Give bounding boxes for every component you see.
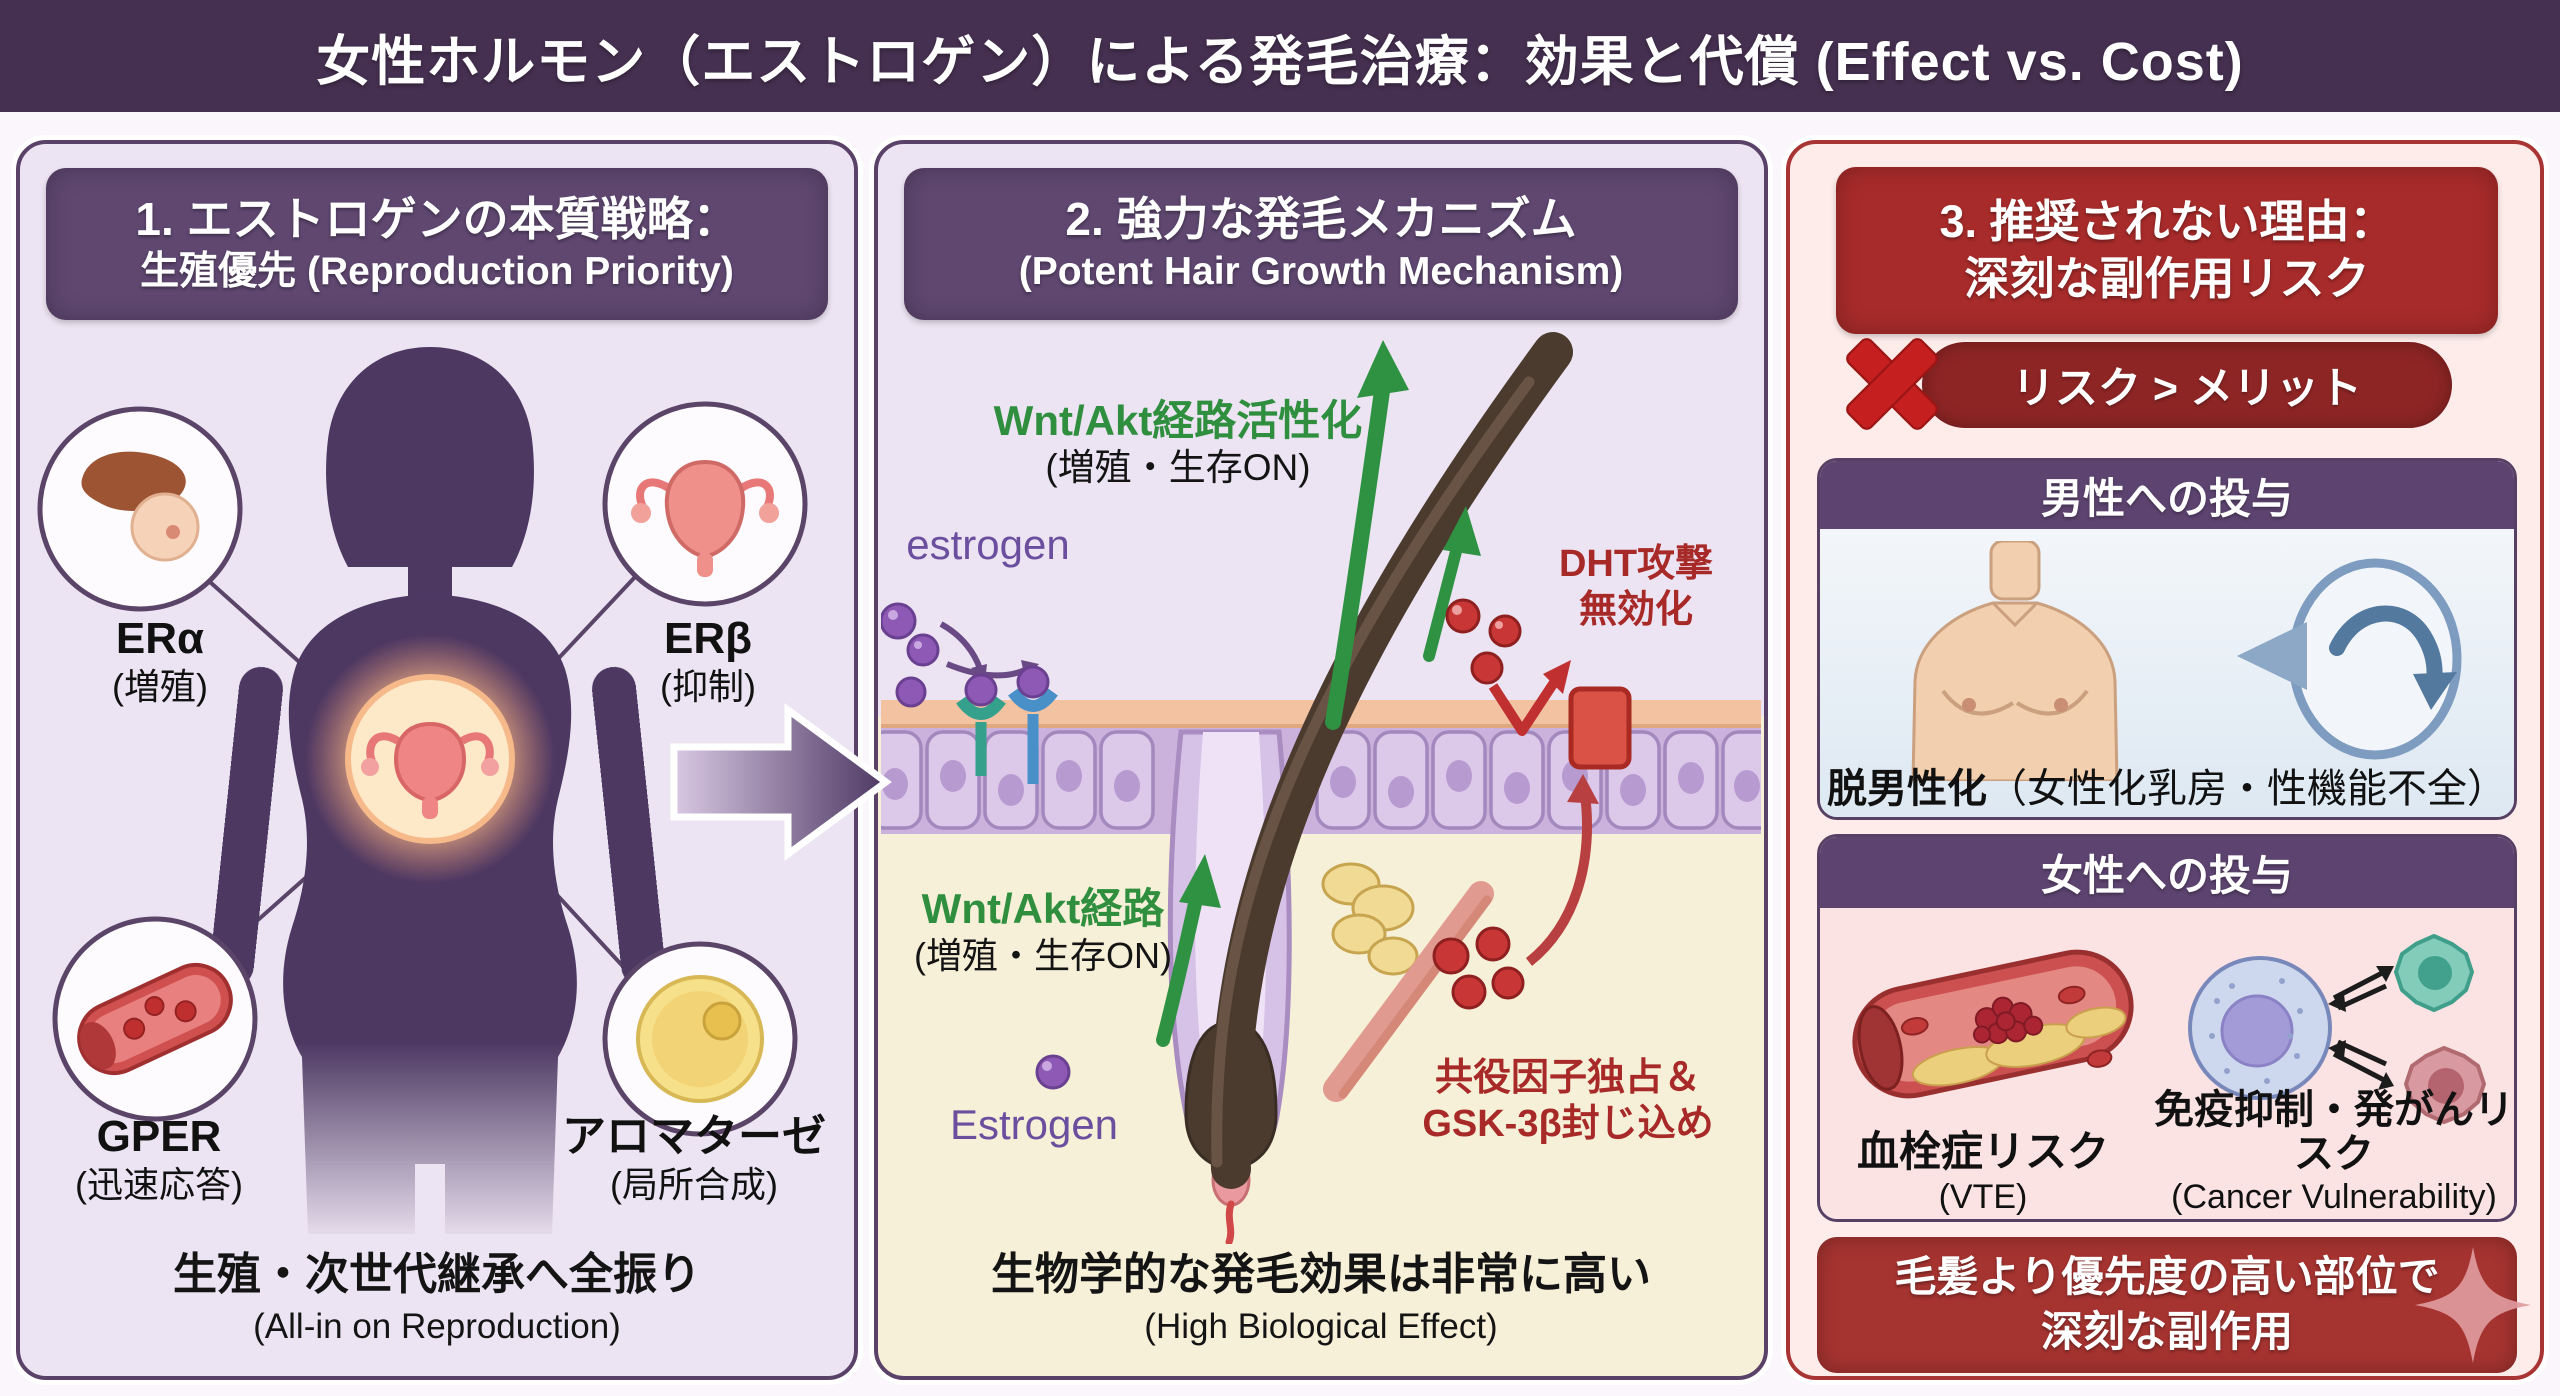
hair-shaft bbox=[1210, 332, 1573, 1189]
panel2-header: 2. 強力な発毛メカニズム (Potent Hair Growth Mechan… bbox=[904, 168, 1738, 320]
receptor-label-gper: GPER (迅速応答) bbox=[49, 1112, 269, 1206]
page-title: 女性ホルモン（エストロゲン）による発毛治療：効果と代償 (Effect vs. … bbox=[316, 31, 2244, 92]
title-bar: 女性ホルモン（エストロゲン）による発毛治療：効果と代償 (Effect vs. … bbox=[0, 0, 2560, 112]
arrector-pili-muscle bbox=[1323, 881, 1494, 1102]
wnt-activation-label: Wnt/Akt経路活性化 (増殖・生存ON) bbox=[938, 396, 1418, 491]
uterus-glow-icon bbox=[305, 634, 555, 884]
er-beta-name: ERβ bbox=[664, 614, 752, 663]
receptor-label-er-beta: ERβ (抑制) bbox=[628, 614, 788, 708]
thrombosis-risk-sub: (VTE) bbox=[1938, 1177, 2028, 1216]
aromatase-icon bbox=[602, 941, 798, 1137]
dht-line1: DHT攻撃 bbox=[1558, 543, 1714, 585]
cofactor-line2: GSK-3β封じ込め bbox=[1422, 1102, 1714, 1145]
dht-line2: 無効化 bbox=[1578, 588, 1693, 631]
receptor-label-aromatase: アロマターゼ (局所合成) bbox=[544, 1112, 844, 1206]
male-administration-box: 男性への投与 bbox=[1817, 458, 2517, 820]
estrogen-label-lower: estrogen bbox=[906, 521, 1070, 568]
sparkle-icon bbox=[2415, 1247, 2531, 1363]
panel3-header-line2: 深刻な副作用リスク bbox=[1964, 252, 2370, 304]
panel2-footer-line1: 生物学的な発毛効果は非常に高い bbox=[991, 1250, 1651, 1299]
panel2-header-line1: 2. 強力な発毛メカニズム bbox=[1065, 192, 1577, 245]
immune-risk-text: 免疫抑制・発がんリスク bbox=[2154, 1087, 2514, 1176]
male-caption-bold: 脱男性化 bbox=[1827, 767, 1987, 811]
er-alpha-name: ERα bbox=[115, 614, 205, 663]
feminization-rotate-arrow-icon bbox=[2237, 558, 2462, 760]
risk-badge-text: リスク > メリット bbox=[2011, 365, 2362, 413]
panel1-header: 1. エストロゲンの本質戦略： 生殖優先 (Reproduction Prior… bbox=[46, 168, 828, 320]
receptor-label-er-alpha: ERα (増殖) bbox=[80, 614, 240, 708]
aromatase-sub: (局所合成) bbox=[610, 1163, 778, 1205]
er-alpha-icon bbox=[37, 406, 243, 612]
panel1-footer: 生殖・次世代継承へ全振り (All-in on Reproduction) bbox=[20, 1249, 854, 1351]
aromatase-name: アロマターゼ bbox=[562, 1112, 826, 1161]
panel3-header: 3. 推奨されない理由： 深刻な副作用リスク bbox=[1836, 167, 2498, 334]
thrombosis-risk-text: 血栓症リスク bbox=[1856, 1128, 2109, 1176]
male-box-body: 脱男性化（女性化乳房・性機能不全） bbox=[1820, 529, 2514, 817]
panel3-header-line1: 3. 推奨されない理由： bbox=[1939, 196, 2395, 248]
dht-neutralized-label: DHT攻撃 無効化 bbox=[1526, 542, 1746, 633]
panel1-header-line1: 1. エストロゲンの本質戦略： bbox=[135, 192, 739, 245]
gper-name: GPER bbox=[96, 1112, 222, 1161]
epidermis-cells bbox=[881, 728, 1761, 834]
growth-arrows bbox=[1156, 340, 1481, 1047]
female-box-body: 血栓症リスク (VTE) 免疫抑制・発がんリスク (Cancer Vulnera… bbox=[1820, 908, 2514, 1219]
male-caption: 脱男性化（女性化乳房・性機能不全） bbox=[1820, 756, 2514, 814]
risk-badge: リスク > メリット bbox=[1922, 342, 2452, 428]
estrogen-label-cap: Estrogen bbox=[949, 1101, 1119, 1148]
female-administration-box: 女性への投与 bbox=[1817, 834, 2517, 1222]
thrombosis-caption: 血栓症リスク (VTE) bbox=[1828, 1129, 2138, 1218]
estrogen-ball bbox=[1035, 1054, 1071, 1090]
panel2-footer: 生物学的な発毛効果は非常に高い (High Biological Effect) bbox=[878, 1249, 1764, 1351]
panel3-footer: 毛髪より優先度の高い部位で 深刻な副作用 bbox=[1817, 1237, 2531, 1373]
male-torso-icon bbox=[1911, 541, 2119, 781]
sebaceous-gland bbox=[1321, 862, 1419, 976]
male-box-header: 男性への投与 bbox=[1820, 461, 2514, 529]
wnt-bottom-text: Wnt/Akt経路 bbox=[921, 885, 1165, 932]
immune-cells-icon bbox=[2188, 934, 2486, 1124]
wnt-pathway-label: Wnt/Akt経路 (増殖・生存ON) bbox=[878, 884, 1208, 978]
cofactor-line1: 共役因子独占＆ bbox=[1434, 1057, 1701, 1099]
panel1-header-line2: 生殖優先 (Reproduction Priority) bbox=[140, 250, 734, 294]
panel2-footer-line2: (High Biological Effect) bbox=[1144, 1306, 1498, 1346]
panel-side-effect-risks: 3. 推奨されない理由： 深刻な副作用リスク リスク > メリット 男性への投与 bbox=[1786, 140, 2544, 1380]
thrombosis-vessel-icon bbox=[1852, 949, 2134, 1099]
panel1-footer-line2: (All-in on Reproduction) bbox=[253, 1306, 621, 1346]
x-icon bbox=[1836, 328, 1948, 440]
panel3-footer-line2: 深刻な副作用 bbox=[2040, 1308, 2293, 1355]
estrogen-molecules-receptors bbox=[881, 602, 1058, 784]
panel1-footer-line1: 生殖・次世代継承へ全振り bbox=[173, 1250, 701, 1299]
cofactor-label: 共役因子独占＆ GSK-3β封じ込め bbox=[1373, 1056, 1763, 1147]
er-beta-icon bbox=[602, 401, 808, 607]
panel2-header-line2: (Potent Hair Growth Mechanism) bbox=[1018, 250, 1624, 294]
hair-follicle-illustration bbox=[881, 332, 1761, 1244]
immune-risk-sub: (Cancer Vulnerability) bbox=[2171, 1177, 2497, 1216]
er-alpha-sub: (増殖) bbox=[112, 665, 208, 707]
male-caption-rest: （女性化乳房・性機能不全） bbox=[1987, 767, 2507, 811]
gper-icon bbox=[52, 916, 258, 1122]
dht-block-elements bbox=[1432, 598, 1632, 1010]
immune-caption: 免疫抑制・発がんリスク (Cancer Vulnerability) bbox=[2138, 1087, 2514, 1219]
female-box-header: 女性への投与 bbox=[1820, 837, 2514, 908]
female-body-receptors-illustration bbox=[37, 347, 808, 1234]
er-beta-sub: (抑制) bbox=[660, 665, 756, 707]
gper-sub: (迅速応答) bbox=[75, 1163, 243, 1205]
panel-hair-growth-mechanism: 2. 強力な発毛メカニズム (Potent Hair Growth Mechan… bbox=[874, 140, 1768, 1380]
wnt-top-text: Wnt/Akt経路活性化 bbox=[993, 397, 1363, 444]
panel3-footer-line1: 毛髪より優先度の高い部位で bbox=[1894, 1253, 2440, 1301]
wnt-top-sub: (増殖・生存ON) bbox=[1045, 447, 1311, 489]
risk-vs-merit-row: リスク > メリット bbox=[1790, 336, 2540, 436]
flow-arrow-right-icon bbox=[670, 703, 892, 861]
wnt-bottom-sub: (増殖・生存ON) bbox=[914, 935, 1172, 977]
